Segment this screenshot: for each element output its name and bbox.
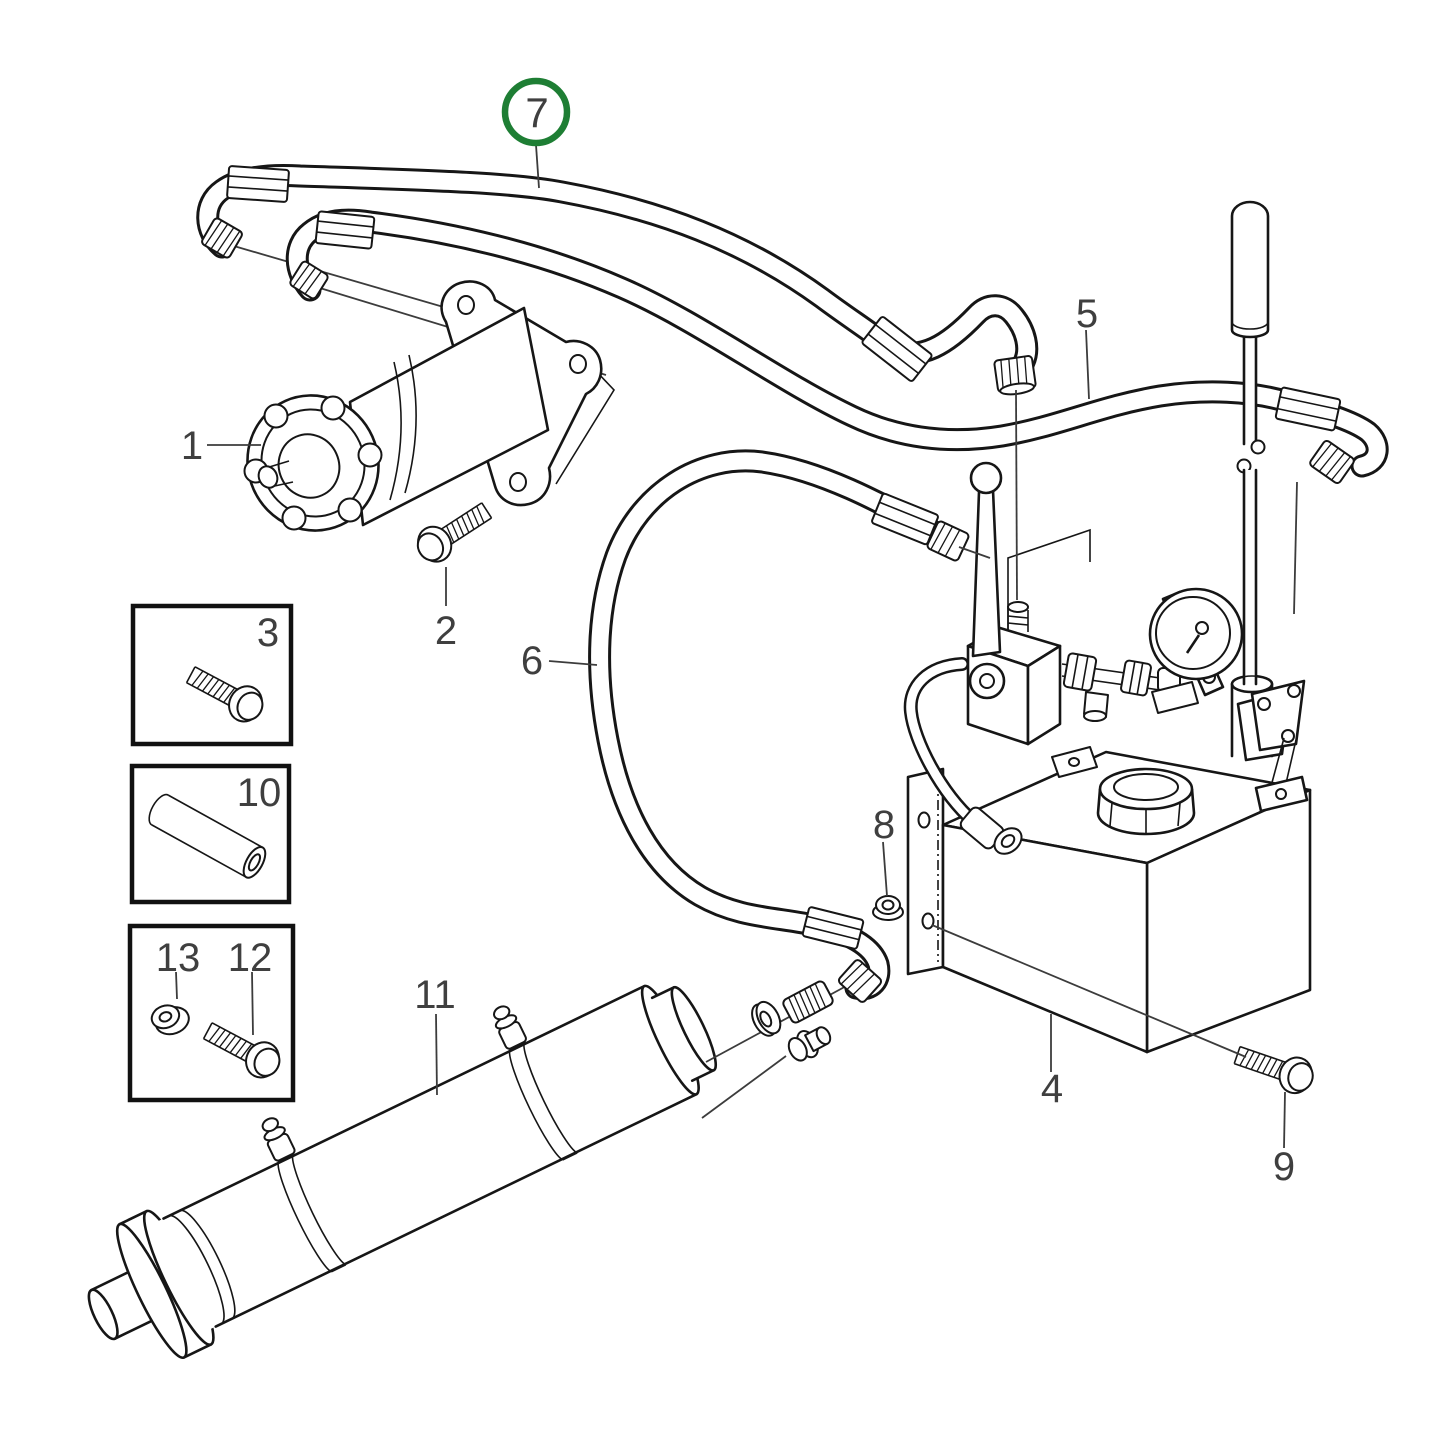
plug-fitting — [787, 1026, 832, 1062]
hose-5-lower — [285, 208, 1389, 485]
flange-bolt-12 — [202, 1022, 281, 1079]
callout-6: 6 — [521, 639, 543, 683]
spacer-sleeve-10 — [148, 793, 267, 879]
callout-12: 12 — [228, 936, 273, 980]
flange-bolt-9 — [1233, 1045, 1314, 1095]
pump-handle — [1230, 200, 1273, 686]
inset-box-nut-bolt-13-12 — [127, 923, 296, 1103]
callout-labels: 7 1 2 3 4 5 6 8 9 10 11 12 13 — [156, 77, 1295, 1189]
steering-pump — [243, 280, 616, 532]
callout-9: 9 — [1273, 1145, 1295, 1189]
callout-13: 13 — [156, 936, 201, 980]
callout-3: 3 — [257, 611, 279, 655]
callout-11: 11 — [414, 973, 456, 1017]
callout-5: 5 — [1076, 292, 1098, 336]
flange-bolt-3 — [185, 666, 264, 723]
hose-6-cylinder — [588, 449, 970, 1003]
hand-pump-reservoir — [903, 461, 1312, 1054]
flange-nut-13 — [150, 1004, 190, 1036]
inset-box-bolt-3 — [130, 603, 294, 747]
flange-bolt-2 — [416, 502, 493, 563]
callout-2: 2 — [435, 609, 457, 653]
callout-leaders — [175, 144, 1298, 1149]
steering-cylinder — [87, 984, 718, 1360]
callout-1: 1 — [181, 424, 203, 468]
callout-10: 10 — [237, 771, 282, 815]
hose-7-upper — [196, 163, 1039, 396]
callout-4: 4 — [1041, 1067, 1063, 1111]
callout-7: 7 — [525, 89, 548, 136]
sealing-washer — [751, 1000, 782, 1037]
callout-8: 8 — [873, 803, 895, 847]
inset-box-sleeve-10 — [129, 763, 292, 905]
union-nipple — [782, 980, 834, 1024]
flange-nut-8 — [872, 895, 904, 921]
highlight-circle — [501, 77, 571, 147]
